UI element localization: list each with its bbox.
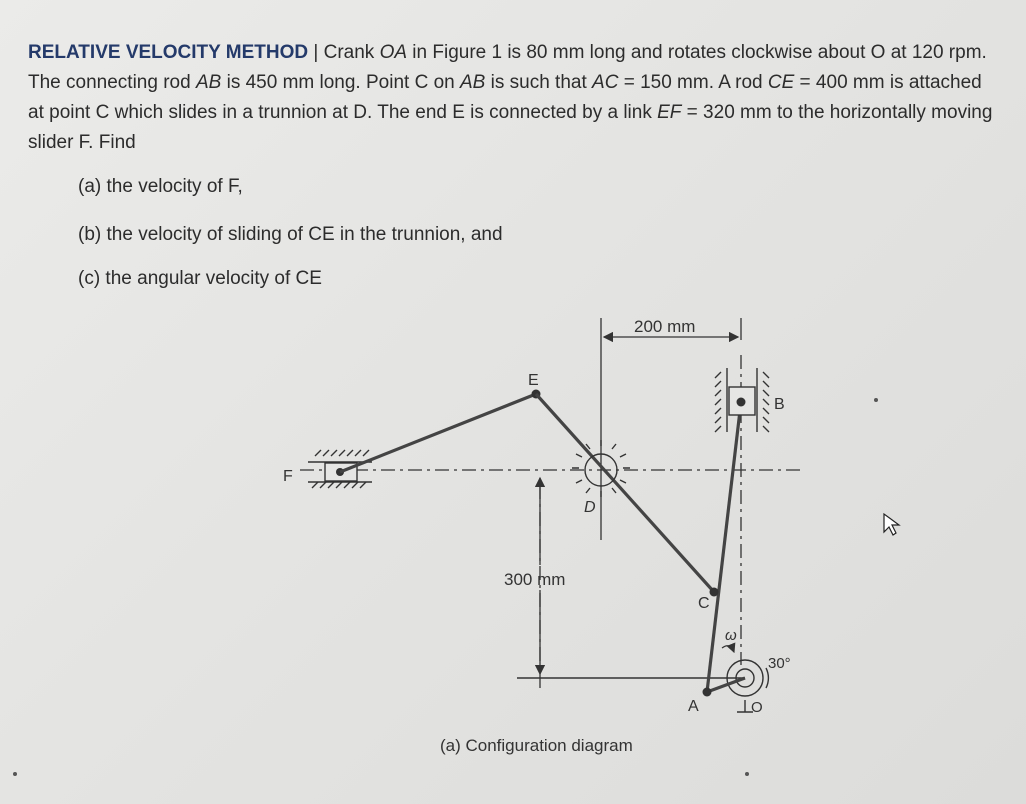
label-b: B [774, 396, 785, 413]
joint-c [709, 587, 719, 597]
label-e: E [528, 372, 539, 389]
label-angle-30: 30° [768, 655, 791, 672]
label-o: O [751, 699, 763, 716]
connecting-rod-ab [705, 401, 743, 693]
mouse-cursor-icon [883, 512, 901, 536]
dim-300mm-label: 300 mm [504, 570, 565, 589]
problem-symbol: AB [195, 72, 222, 93]
label-c: C [698, 595, 710, 612]
problem-text-segment: = 400 mm is attached at point C which sl… [28, 72, 982, 123]
trunnion-d [572, 440, 630, 497]
link-ef [339, 392, 537, 474]
label-f: F [283, 468, 293, 485]
label-d: D [584, 499, 596, 516]
problem-text-segment: Crank [318, 42, 380, 63]
speck [874, 398, 878, 402]
problem-text: Crank OA in Figure 1 is 80 mm long and r… [28, 42, 992, 153]
label-a: A [688, 698, 699, 715]
problem-text-segment: = 150 mm. A rod [618, 72, 768, 93]
problem-text-segment: = 320 mm to the horizontally moving slid… [28, 102, 993, 153]
rod-ce [534, 392, 716, 594]
speck [745, 772, 749, 776]
dimension-200mm [600, 318, 742, 540]
heading-separator: | [313, 42, 319, 63]
problem-symbol: EF [657, 102, 682, 123]
speck [13, 772, 17, 776]
problem-text-segment: is such that [485, 72, 593, 93]
joint-b [736, 397, 746, 407]
question-part-a: (a) the velocity of F, [78, 176, 243, 197]
figure-caption: (a) Configuration diagram [440, 736, 633, 755]
problem-text-segment: in Figure 1 is 80 mm long and rotates cl… [28, 42, 987, 93]
slider-b-guide [714, 368, 770, 433]
question-part-c: (c) the angular velocity of CE [78, 268, 322, 289]
joint-a [702, 687, 712, 697]
rotation-arrow [721, 642, 736, 654]
problem-symbol: CE [767, 72, 795, 93]
problem-symbol: AB [459, 72, 486, 93]
problem-statement: RELATIVE VELOCITY METHOD | Crank OA in F… [28, 38, 998, 158]
crank-pivot-o [726, 659, 770, 713]
crank-oa [706, 676, 746, 694]
label-omega: ω [725, 627, 737, 644]
problem-symbol: OA [379, 42, 408, 63]
question-part-b: (b) the velocity of sliding of CE in the… [78, 224, 503, 245]
problem-heading: RELATIVE VELOCITY METHOD [28, 42, 309, 63]
problem-symbol: AC [592, 72, 619, 93]
problem-text-segment: is 450 mm long. Point C on [221, 72, 460, 93]
dim-200mm-label: 200 mm [634, 317, 695, 336]
